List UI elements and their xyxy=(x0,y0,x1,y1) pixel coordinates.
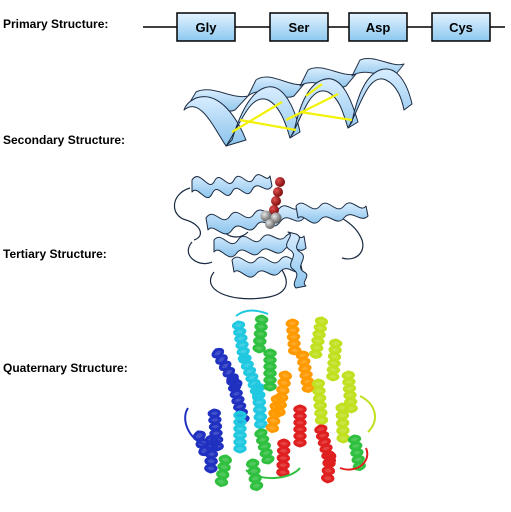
primary-chain: Gly Ser Asp Cys xyxy=(143,12,505,42)
amino-acid-cys: Cys xyxy=(431,12,491,42)
helix-coil xyxy=(276,438,291,478)
helix-coil xyxy=(226,376,250,424)
amino-acid-box xyxy=(431,12,491,42)
helix-segment xyxy=(326,338,343,382)
primary-structure-label: Primary Structure: xyxy=(3,17,109,31)
helix-coil xyxy=(293,404,307,448)
loop-segment xyxy=(359,395,376,433)
amino-acid-asp: Asp xyxy=(348,12,408,42)
amino-acid-box xyxy=(269,12,329,42)
loop-segment xyxy=(184,407,205,445)
helix-segment xyxy=(308,316,329,359)
helix-segment xyxy=(233,410,247,454)
helix-coil xyxy=(308,316,329,359)
helix-segment xyxy=(226,376,250,424)
helix-coil xyxy=(326,338,343,382)
helix-segment xyxy=(251,382,268,430)
helix-segment xyxy=(231,320,252,363)
helix-segment xyxy=(321,450,337,484)
helix-segment xyxy=(254,428,275,465)
helix-coil xyxy=(263,348,277,392)
amino-acid-label: Ser xyxy=(289,20,310,35)
helix-coil xyxy=(347,434,366,472)
helix-segment xyxy=(347,434,366,472)
helix-coil xyxy=(285,318,302,356)
alpha-helix-ribbon xyxy=(183,58,413,147)
helix-coil xyxy=(254,428,275,465)
helix-segment xyxy=(204,434,219,474)
helix-segment xyxy=(214,454,233,488)
quaternary-protein-cartoon xyxy=(184,309,376,492)
helix-coil xyxy=(341,370,358,414)
secondary-structure-label: Secondary Structure: xyxy=(3,133,126,147)
helix-coil xyxy=(204,434,219,474)
helix-segment xyxy=(335,402,350,444)
helix-coil xyxy=(295,350,316,393)
tertiary-fold xyxy=(173,174,369,300)
helix-segment xyxy=(285,318,302,356)
helix-coil xyxy=(233,410,247,454)
tertiary-structure-label: Tertiary Structure: xyxy=(3,247,107,261)
helix-coil xyxy=(335,402,350,444)
helix-coil xyxy=(265,394,285,433)
amino-acid-gly: Gly xyxy=(176,12,236,42)
helix-coil xyxy=(321,450,337,484)
heme-group xyxy=(260,177,285,229)
helix-coil xyxy=(214,454,233,488)
helix-coil xyxy=(311,378,329,426)
helix-coil xyxy=(252,314,269,354)
amino-acid-label: Asp xyxy=(366,20,391,35)
loop-segment xyxy=(235,309,269,317)
hydrogen-bonds xyxy=(231,83,353,133)
helix-segment xyxy=(265,394,285,433)
amino-acid-label: Cys xyxy=(449,20,473,35)
helix-segment xyxy=(276,438,291,478)
helix-segment xyxy=(252,314,269,354)
amino-acid-label: Gly xyxy=(196,20,218,35)
loop-segment xyxy=(245,467,301,480)
helix-segment xyxy=(263,348,277,392)
amino-acid-box xyxy=(176,12,236,42)
helix-segment xyxy=(341,370,358,414)
amino-acid-box xyxy=(348,12,408,42)
helix-segment xyxy=(295,350,316,393)
helix-segment xyxy=(293,404,307,448)
loop-segment xyxy=(339,447,369,471)
helix-coil xyxy=(231,320,252,363)
amino-acid-ser: Ser xyxy=(269,12,329,42)
quaternary-structure-label: Quaternary Structure: xyxy=(3,361,128,375)
helix-segment xyxy=(311,378,329,426)
helix-coil xyxy=(251,382,268,430)
